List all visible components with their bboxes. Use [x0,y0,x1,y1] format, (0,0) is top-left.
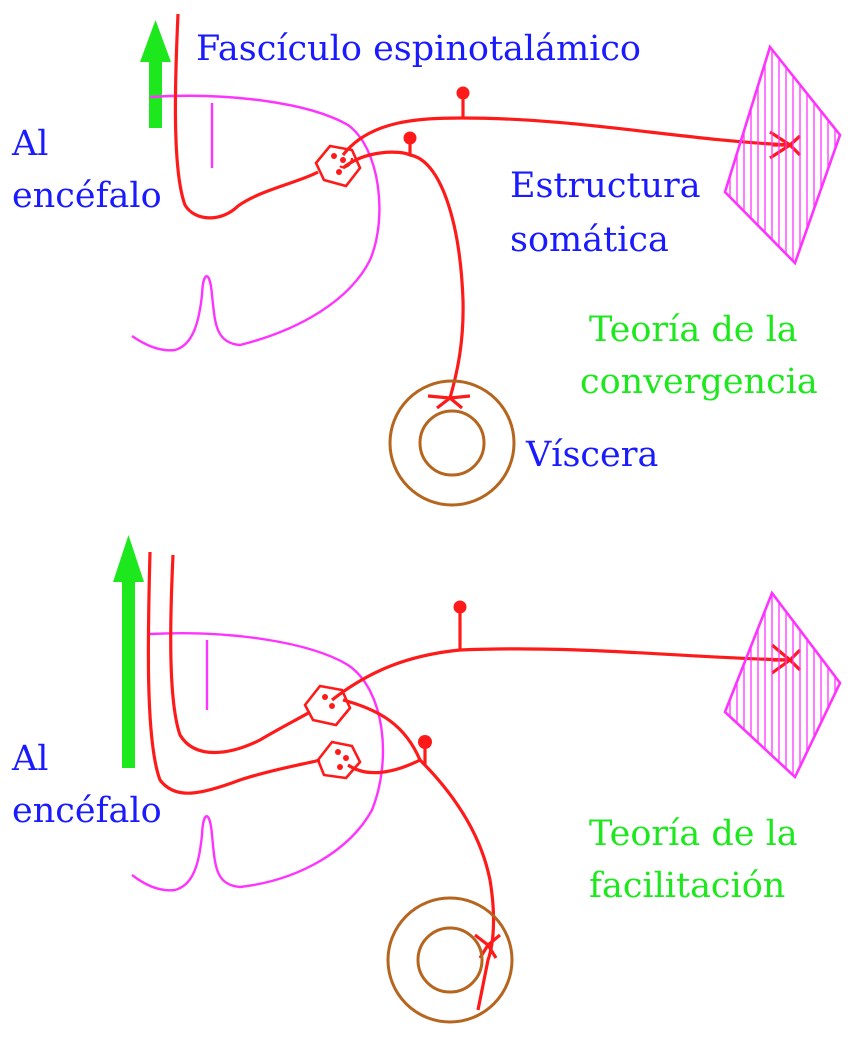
brain-label-line1: Al [11,124,48,164]
viscera-label: Víscera [525,435,658,475]
spinothalamic-neurons [146,551,362,795]
somatic-label-line1: Estructura [510,166,701,206]
visceral-afferent-fiber [342,698,502,1011]
spinal-cord-outline [131,94,381,352]
viscera-rings [386,896,514,1024]
brain-label-line2: encéfalo [12,791,162,831]
theory-title-line1: Teoría de la [589,814,798,854]
visceral-ganglion-cell [418,735,432,749]
visceral-ganglion-cell [403,131,417,145]
tract-label: Fascículo espinotalámico [196,29,641,69]
viscera-rings [388,379,516,507]
theory-title-line2: facilitación [589,866,785,906]
brain-label-line1: Al [11,739,48,779]
somatic-ganglion-cell [453,600,467,614]
convergence-panel: Fascículo espinotalámico Al encéfalo Est… [11,13,842,507]
theory-title-line2: convergencia [580,362,818,402]
ascending-arrow-icon [113,535,144,768]
somatic-afferent-fiber [331,612,802,702]
somatic-structure-diamond [723,590,842,780]
facilitation-panel: Al encéfalo Teoría de la facilitación [11,535,842,1024]
somatic-ganglion-cell [456,86,470,100]
somatic-structure-diamond [723,44,842,266]
ascending-arrow-icon [140,20,171,128]
spinal-cord-outline [131,632,385,892]
theory-title-line1: Teoría de la [589,310,798,350]
somatic-label-line2: somática [510,220,669,260]
brain-label-line2: encéfalo [12,176,162,216]
